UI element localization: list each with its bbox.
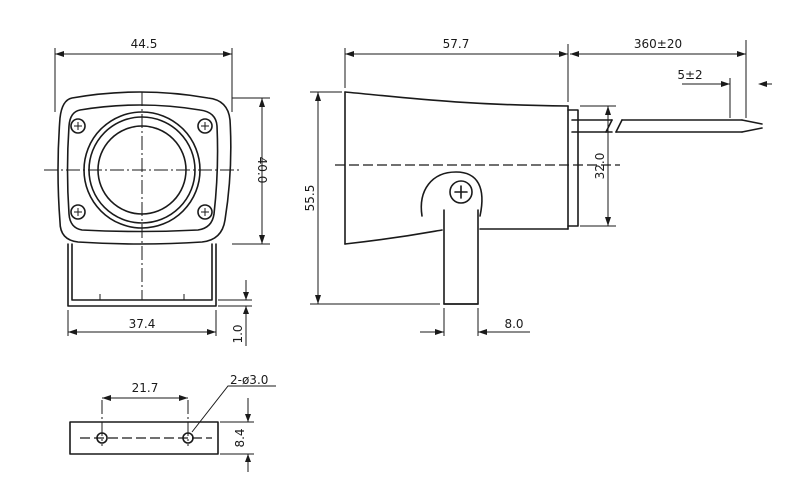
body-height-label: 32.0: [593, 153, 607, 180]
side-height-label: 55.5: [303, 185, 317, 212]
cable-length-label: 360±20: [634, 37, 682, 51]
hole-spec-label: 2-ø3.0: [230, 373, 268, 387]
side-length-label: 57.7: [443, 37, 470, 51]
mounting-plate-view: 21.7 2-ø3.0 8.4: [69, 373, 276, 472]
screw-icon: [197, 118, 213, 134]
front-height-label: 40.0: [255, 157, 269, 184]
plate-thickness-label: 8.4: [233, 428, 247, 447]
screw-icon: [70, 118, 86, 134]
wire-strip-label: 5±2: [677, 68, 702, 82]
bracket-width-label: 8.0: [504, 317, 523, 331]
screw-icon: [449, 180, 473, 204]
side-view: 57.7 360±20 5±2 55.5 32.0 8.0: [303, 37, 772, 336]
hole-pitch-label: 21.7: [132, 381, 159, 395]
screw-icon: [197, 204, 213, 220]
front-width-label: 44.5: [131, 37, 158, 51]
base-width-label: 37.4: [129, 317, 156, 331]
front-view: 44.5 40.0 37.4 1.0: [44, 37, 270, 346]
screw-icon: [70, 204, 86, 220]
base-gap-label: 1.0: [231, 324, 245, 343]
